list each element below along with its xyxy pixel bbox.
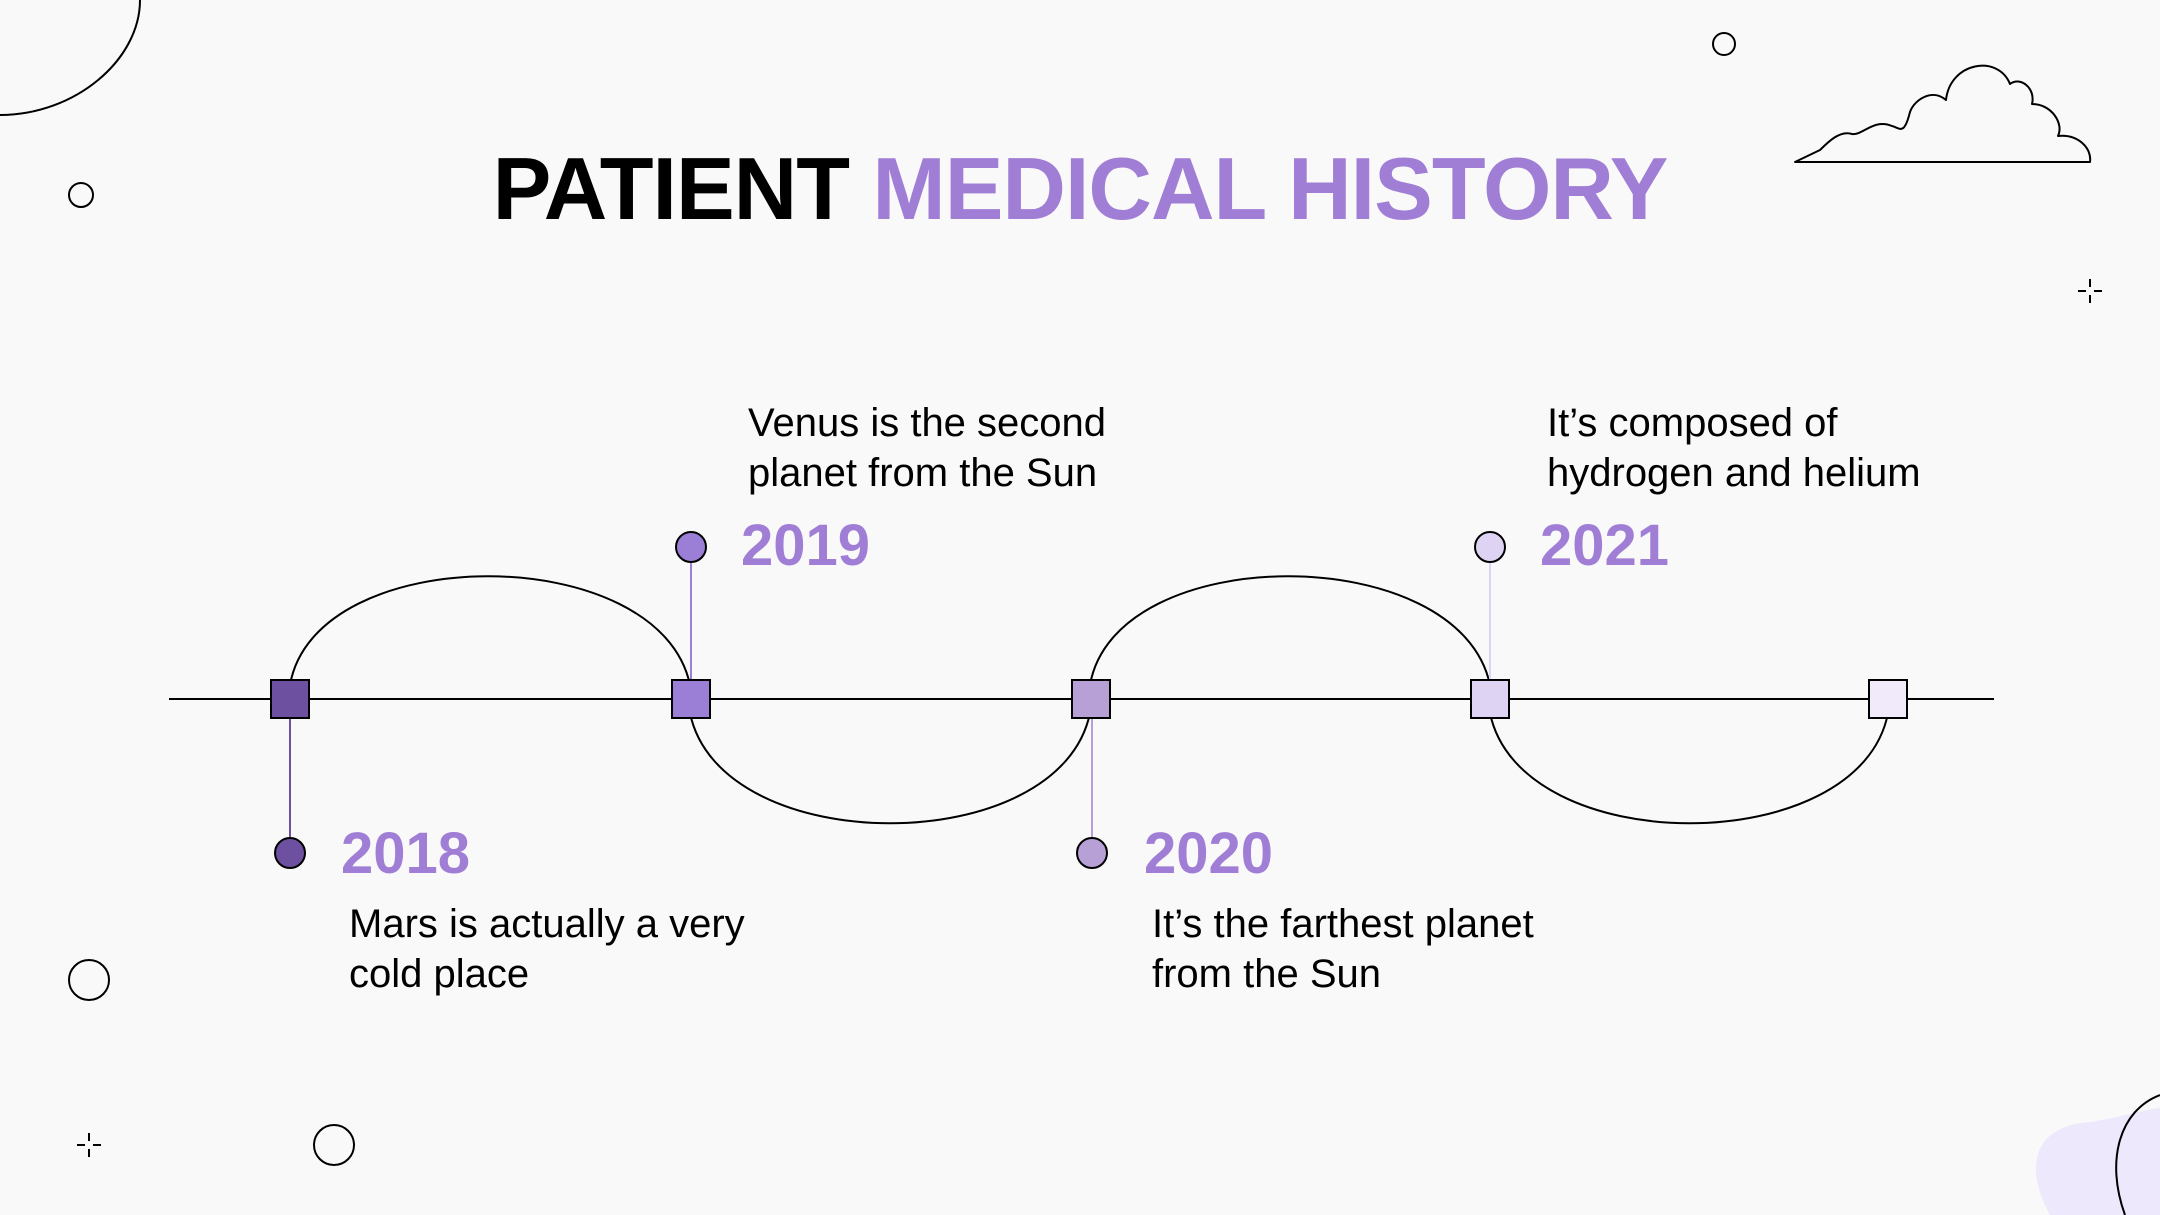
timeline-dot-2021: [1474, 531, 1506, 563]
event-description: It’s the farthest planet from the Sun: [1152, 899, 1534, 999]
event-description: It’s composed of hydrogen and helium: [1547, 398, 1921, 498]
event-description-line: from the Sun: [1152, 952, 1382, 996]
title-part-accent: MEDICAL HISTORY: [872, 139, 1668, 238]
timeline-arc: [289, 575, 691, 686]
event-description: Venus is the second planet from the Sun: [748, 398, 1106, 498]
corner-arc-decoration: [2115, 1094, 2160, 1215]
small-circle-decoration: [68, 182, 94, 208]
timeline-node-2021: [1470, 679, 1510, 719]
timeline-dot-2020: [1076, 837, 1108, 869]
timeline-node-2018: [270, 679, 310, 719]
event-year: 2020: [1144, 821, 1274, 886]
sparkle-icon: [2078, 279, 2102, 303]
event-year: 2021: [1540, 513, 1670, 578]
event-description-line: It’s the farthest planet: [1152, 902, 1534, 946]
timeline-dot-2018: [274, 837, 306, 869]
small-circle-decoration: [1712, 32, 1736, 56]
timeline-arc: [1089, 575, 1491, 686]
event-description-line: Venus is the second: [748, 401, 1107, 445]
event-description-line: cold place: [349, 952, 530, 996]
timeline-node-end: [1868, 679, 1908, 719]
sparkle-icon: [77, 1133, 101, 1157]
timeline-arc: [1489, 712, 1889, 825]
event-description-line: hydrogen and helium: [1547, 451, 1921, 495]
cloud-icon: [1794, 64, 2092, 163]
page-title: PATIENT MEDICAL HISTORY: [0, 145, 2160, 233]
corner-blob-decoration: [2035, 1108, 2160, 1215]
event-description-line: Mars is actually a very: [349, 902, 745, 946]
event-year: 2018: [341, 821, 471, 886]
timeline-arc: [689, 712, 1091, 825]
timeline-node-2020: [1071, 679, 1111, 719]
corner-arc-decoration: [0, 0, 141, 116]
timeline-node-2019: [671, 679, 711, 719]
timeline-dot-2019: [675, 531, 707, 563]
small-circle-decoration: [313, 1124, 355, 1166]
small-circle-decoration: [68, 959, 110, 1001]
event-description-line: It’s composed of: [1547, 401, 1838, 445]
event-year: 2019: [741, 513, 871, 578]
event-description-line: planet from the Sun: [748, 451, 1098, 495]
event-description: Mars is actually a very cold place: [349, 899, 745, 999]
title-part-dark: PATIENT: [492, 139, 850, 238]
